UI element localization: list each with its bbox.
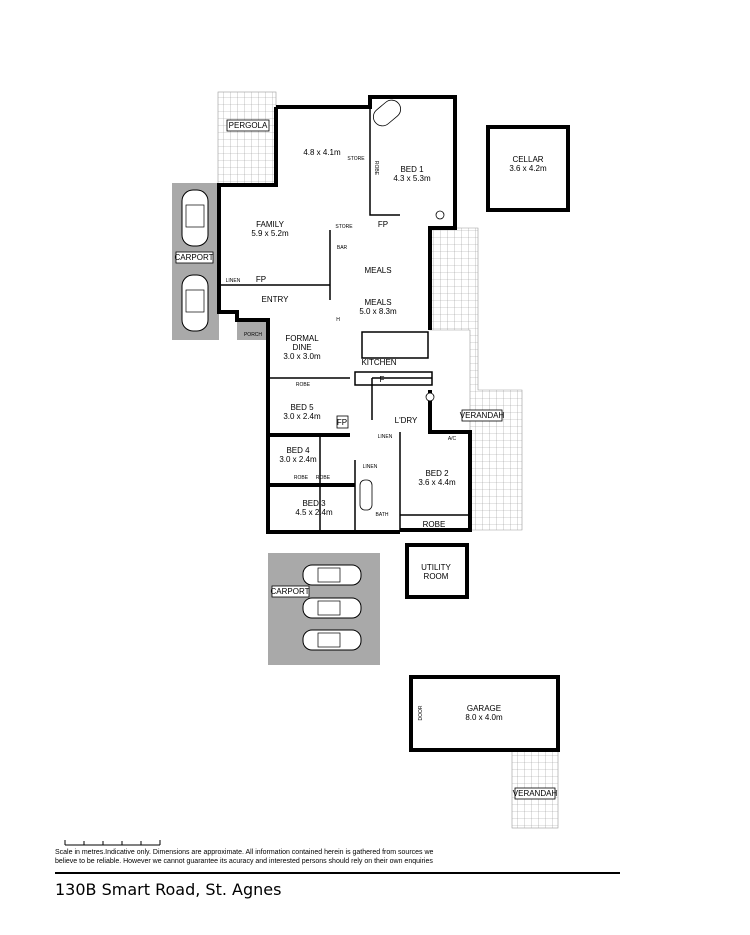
scale-bar <box>64 840 161 846</box>
laundry-label: L'DRY <box>395 416 418 425</box>
bed4-label: BED 4 <box>286 446 310 455</box>
property-address: 130B Smart Road, St. Agnes <box>55 880 282 899</box>
heater-label: H <box>336 317 340 323</box>
car-icon <box>181 189 209 247</box>
bar-label: BAR <box>337 245 348 251</box>
bed5-label: BED 5 <box>290 403 314 412</box>
car-icon <box>302 564 362 586</box>
disclaimer-line: Scale in metres.Indicative only. Dimensi… <box>55 849 434 856</box>
robe-label: ROBE <box>373 161 379 176</box>
bathtub-icon <box>373 99 401 127</box>
formal-dine-label: DINE <box>292 343 311 352</box>
bath-label: BATH <box>376 512 389 518</box>
meals-size: 5.0 x 8.3m <box>359 307 397 316</box>
ac-label: A/C <box>448 436 457 442</box>
robe-label: ROBE <box>423 520 446 529</box>
bed4-size: 3.0 x 2.4m <box>279 455 317 464</box>
formal-dine-label: FORMAL <box>285 334 319 343</box>
garage-label: GARAGE <box>467 704 501 713</box>
garage-size: 8.0 x 4.0m <box>465 713 503 722</box>
store-label: STORE <box>335 224 353 230</box>
verandah-label: VERANDAH <box>460 411 505 420</box>
cellar-label: CELLAR <box>512 155 543 164</box>
store-label: STORE <box>347 156 365 162</box>
bed3-size: 4.5 x 2.4m <box>295 508 333 517</box>
meals-label: MEALS <box>364 298 391 307</box>
cellar-size: 3.6 x 4.2m <box>509 164 547 173</box>
kitchen-label: KITCHEN <box>361 358 396 367</box>
car-icon <box>302 597 362 619</box>
garage-walls <box>409 675 560 752</box>
linen-label: LINEN <box>378 434 393 440</box>
robe-label: ROBE <box>294 475 309 481</box>
bathtub-icon <box>359 479 373 511</box>
formal-dine-size: 3.0 x 3.0m <box>283 352 321 361</box>
fireplace-label: FP <box>337 418 347 427</box>
bed2-size: 3.6 x 4.4m <box>418 478 456 487</box>
bed5-size: 3.0 x 2.4m <box>283 412 321 421</box>
fireplace-label: FP <box>256 275 266 284</box>
robe-label: ROBE <box>296 382 311 388</box>
divider <box>55 872 620 874</box>
bed1-size: 4.3 x 5.3m <box>393 174 431 183</box>
porch-area <box>237 320 269 340</box>
utility-label: UTILITY <box>421 563 451 572</box>
family-label: FAMILY <box>256 220 285 229</box>
bed1-label: BED 1 <box>400 165 424 174</box>
bed2-label: BED 2 <box>425 469 449 478</box>
fridge-label: F <box>380 375 385 384</box>
verandah-1-area <box>429 227 523 531</box>
family-size: 5.9 x 5.2m <box>251 229 289 238</box>
pergola-label: PERGOLA <box>229 121 268 130</box>
utility-label: ROOM <box>424 572 449 581</box>
toilet-icon <box>435 210 445 220</box>
disclaimer-line: believe to be reliable. However we canno… <box>55 858 433 865</box>
fireplace-label: FP <box>378 220 388 229</box>
pergola-area <box>217 91 277 187</box>
cellar-walls <box>486 125 570 212</box>
bed3-label: BED 3 <box>302 499 326 508</box>
carport-label: CARPORT <box>175 253 214 262</box>
linen-label: LINEN <box>363 464 378 470</box>
room-size: 4.8 x 4.1m <box>303 148 341 157</box>
toilet-icon <box>425 392 435 402</box>
utility-room-walls <box>405 543 469 599</box>
carport-label: CARPORT <box>271 587 310 596</box>
verandah-label: VERANDAH <box>513 789 558 798</box>
house-walls <box>217 95 472 534</box>
linen-label: LINEN <box>226 278 241 284</box>
porch-label: PORCH <box>244 332 262 338</box>
entry-label: ENTRY <box>262 295 290 304</box>
meals-label: MEALS <box>364 266 391 275</box>
car-icon <box>181 274 209 332</box>
door-label: DOOR <box>418 705 424 720</box>
disclaimer: Scale in metres.Indicative only. Dimensi… <box>55 848 615 866</box>
car-icon <box>302 629 362 651</box>
robe-label: ROBE <box>316 475 331 481</box>
